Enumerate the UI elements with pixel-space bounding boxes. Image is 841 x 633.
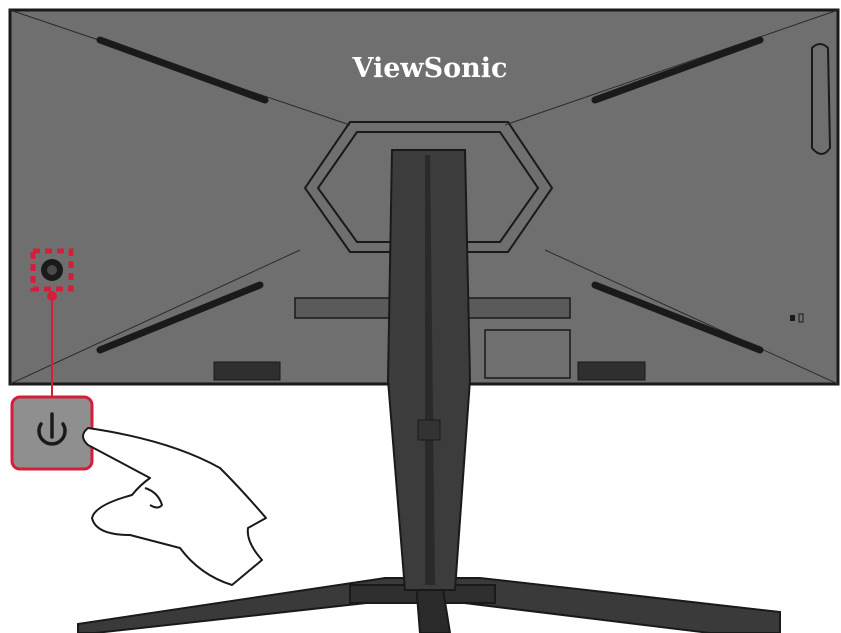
callout-connector [47, 291, 57, 397]
stand-column [386, 149, 472, 591]
monitor-power-button [30, 248, 74, 292]
brand-logo: ViewSonic [352, 53, 508, 84]
power-button-callout [10, 395, 94, 471]
power-icon [37, 412, 67, 446]
pointing-hand-icon [82, 427, 267, 586]
